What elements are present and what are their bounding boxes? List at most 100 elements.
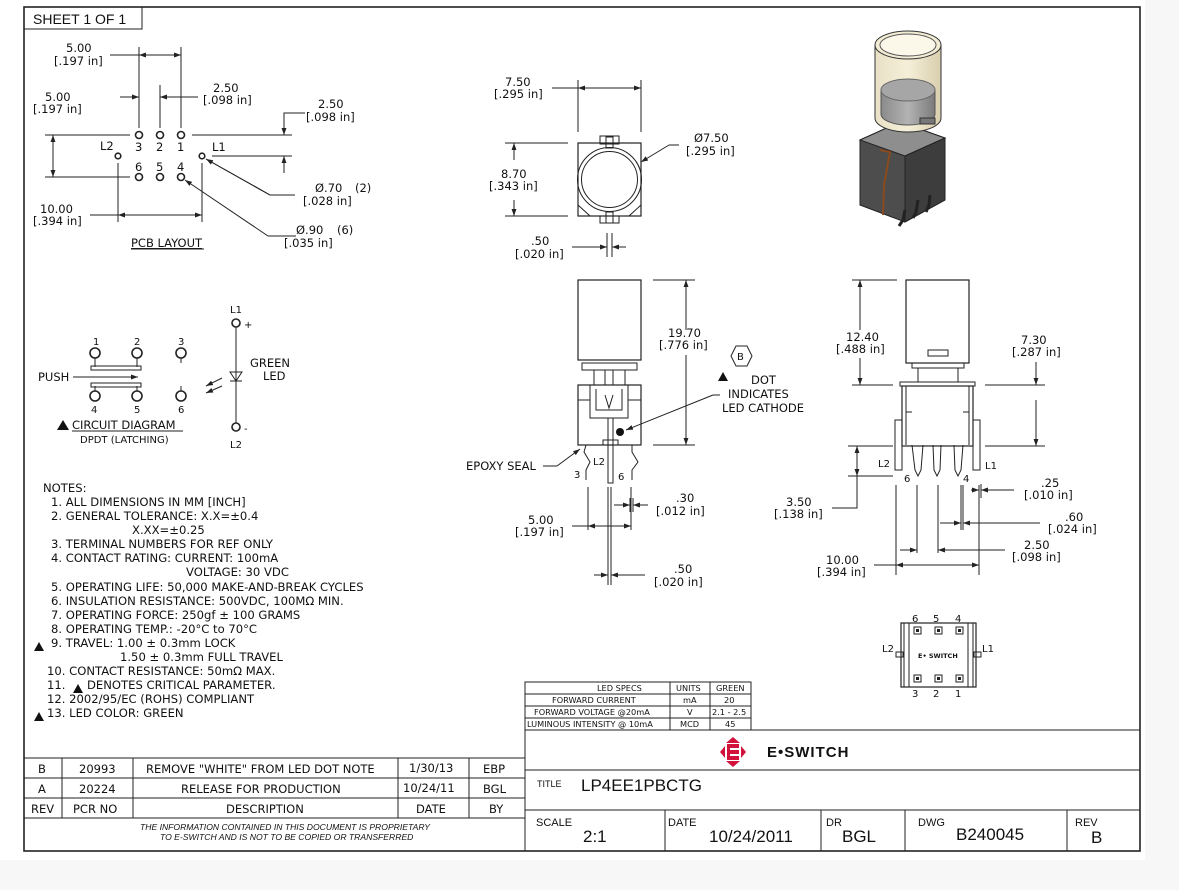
dim-value: [.394 in]: [33, 214, 82, 228]
led-spec-cell: V: [687, 707, 693, 717]
note-item: 6. INSULATION RESISTANCE: 500VDC, 100MΩ …: [51, 594, 344, 608]
rev-cell: A: [38, 782, 46, 796]
note-item: 12. 2002/95/EC (ROHS) COMPLIANT: [47, 692, 255, 706]
rev-cell: 20993: [79, 762, 116, 776]
page-margin-bottom: [0, 860, 1179, 890]
note-item: 1. ALL DIMENSIONS IN MM [INCH]: [51, 495, 246, 509]
led-spec-cell: FORWARD VOLTAGE @20mA: [534, 707, 650, 717]
pcb-pin-label: 2: [156, 140, 163, 154]
critical-triangle-icon: [73, 684, 83, 693]
dim-value: [.287 in]: [1012, 345, 1061, 359]
side-pin-label: 3: [574, 470, 580, 481]
dim-value: [.197 in]: [54, 54, 103, 68]
dim-value: 10.00: [826, 553, 859, 567]
dot-note: LED CATHODE: [722, 401, 804, 415]
side-pin-label: L2: [593, 457, 605, 468]
rev-header: REV: [31, 802, 54, 816]
cathode-dot: [616, 428, 624, 436]
scale-value: 2:1: [583, 827, 607, 846]
pcb-pin-label: 5: [156, 160, 163, 174]
dim-value: 3.50: [786, 495, 812, 509]
dim-value: [.295 in]: [686, 144, 735, 158]
pcb-led-label: L1: [212, 140, 226, 154]
push-label: PUSH: [38, 370, 69, 384]
front-pin-label: 4: [963, 474, 969, 485]
dim-value: .30: [676, 491, 694, 505]
pcb-layout-title: PCB LAYOUT: [131, 236, 203, 250]
rev-cell: EBP: [483, 762, 505, 776]
part-number-title: LP4EE1PBCTG: [581, 776, 702, 795]
note-item: 1.50 ± 0.3mm FULL TRAVEL: [120, 650, 283, 664]
title-block: E•SWITCH TITLE LP4EE1PBCTG SCALE 2:1 DAT…: [524, 729, 1141, 852]
note-item: 9. TRAVEL: 1.00 ± 0.3mm LOCK: [51, 636, 236, 650]
pcb-hole-l1: [198, 152, 206, 160]
circuit-pin-label: 3: [178, 337, 184, 348]
revision-marker-icon: [730, 345, 753, 367]
pcb-led-label: L2: [100, 139, 114, 153]
led-specs-header: GREEN: [716, 683, 745, 693]
critical-triangle-icon: [718, 372, 728, 381]
dim-value: [.138 in]: [774, 507, 823, 521]
circuit-diagram: 1 2 3 4 5 6 PUSH L1 + L2 - GREEN LED CIR…: [38, 305, 290, 451]
bottom-pin-label: 6: [912, 614, 918, 625]
dim-value: Ø7.50: [694, 131, 729, 145]
rev-header: DESCRIPTION: [226, 802, 304, 816]
dim-value: .50: [674, 562, 692, 576]
note-item: X.XX=±0.25: [132, 523, 205, 537]
led-l2-label: L2: [230, 440, 242, 451]
rev-label: REV: [1075, 817, 1098, 829]
note-item: 11.: [47, 678, 65, 692]
led-l1-label: L1: [230, 305, 242, 316]
rev-value: B: [1091, 828, 1102, 847]
led-specs-table: LED SPECS UNITS GREEN FORWARD CURRENT mA…: [524, 681, 752, 731]
e-switch-logo: [720, 737, 746, 767]
dim-value: 7.50: [505, 75, 531, 89]
pcb-pin-label: 1: [177, 140, 184, 154]
pcb-hole-5: [155, 172, 165, 182]
pcb-pin-label: 4: [177, 160, 184, 174]
dwg-label: DWG: [918, 817, 945, 829]
side-view: L2 3 6 19.70 [.776 in] B DOT INDICATES L…: [466, 279, 804, 589]
dim-value: 12.40: [846, 330, 879, 344]
note-item: 3. TERMINAL NUMBERS FOR REF ONLY: [51, 537, 274, 551]
bottom-marking: E• SWITCH: [918, 652, 958, 660]
circuit-subtitle: DPDT (LATCHING): [80, 435, 169, 446]
disclaimer: TO E-SWITCH AND IS NOT TO BE COPIED OR T…: [160, 832, 413, 842]
led-label: LED: [263, 369, 286, 383]
disclaimer: THE INFORMATION CONTAINED IN THIS DOCUME…: [140, 822, 431, 832]
rev-cell: REMOVE "WHITE" FROM LED DOT NOTE: [146, 762, 375, 776]
rev-cell: 10/24/11: [403, 781, 455, 795]
rev-header: DATE: [416, 802, 446, 816]
page-margin-right: [1145, 0, 1179, 890]
dim-value: 5.00: [66, 41, 92, 55]
dim-value: 8.70: [501, 167, 527, 181]
circuit-pin-label: 4: [91, 405, 97, 416]
critical-triangle-icon: [34, 712, 44, 721]
front-pin-label: 6: [904, 474, 910, 485]
bottom-view: E• SWITCH 6 5 4 3 2 1 L2 L1: [882, 614, 994, 700]
led-minus: -: [244, 424, 248, 435]
revision-marker: B: [737, 352, 744, 363]
dim-value: [.010 in]: [1024, 488, 1073, 502]
date-value: 10/24/2011: [709, 827, 793, 846]
dim-value: 2.50: [1024, 538, 1050, 552]
rev-cell: 20224: [79, 782, 116, 796]
front-pin-label: L1: [985, 461, 997, 472]
dot-note: INDICATES: [728, 387, 789, 401]
bottom-pin-label: 5: [933, 614, 939, 625]
circuit-title: CIRCUIT DIAGRAM: [72, 418, 176, 432]
dim-value: (2): [355, 181, 371, 195]
bottom-pin-label: 1: [955, 689, 961, 700]
note-item: 8. OPERATING TEMP.: -20°C to 70°C: [51, 622, 257, 636]
dim-value: 5.00: [45, 90, 71, 104]
critical-triangle-icon: [34, 642, 44, 651]
rev-header: BY: [489, 802, 504, 816]
sheet-label: SHEET 1 OF 1: [33, 11, 126, 27]
rev-cell: BGL: [483, 782, 507, 796]
led-color-label: GREEN: [250, 356, 290, 370]
bottom-pin-label: 4: [955, 614, 961, 625]
note-item: 5. OPERATING LIFE: 50,000 MAKE-AND-BREAK…: [51, 580, 364, 594]
dim-value: .60: [1065, 510, 1083, 524]
pcb-hole-6: [134, 172, 144, 182]
